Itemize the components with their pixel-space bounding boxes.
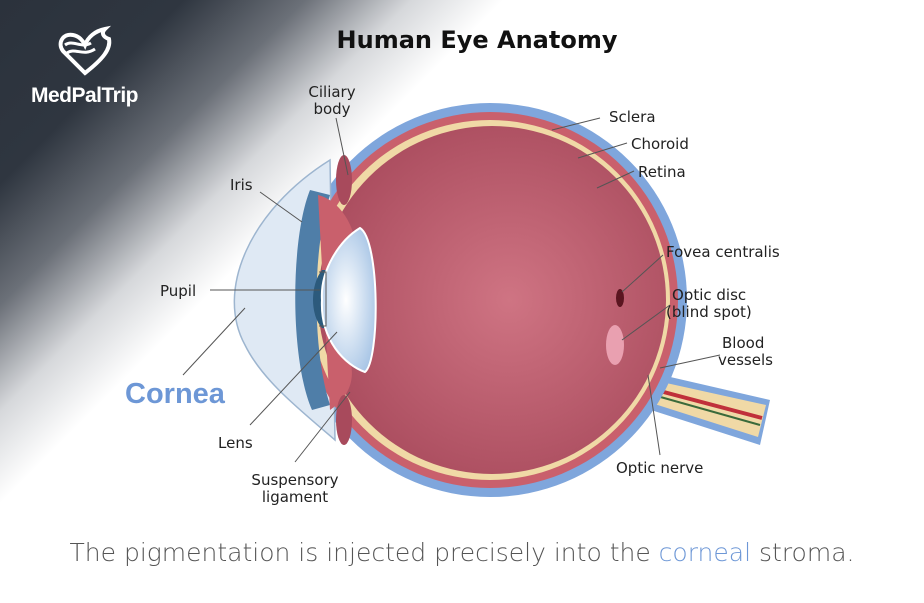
logo-text: MedPalTrip: [30, 84, 139, 107]
label-lens: Lens: [218, 434, 253, 452]
diagram-title: Human Eye Anatomy: [336, 26, 618, 54]
fovea-centralis: [616, 289, 624, 307]
vitreous-body: [318, 126, 666, 474]
heart-wave-logo-icon: [58, 25, 111, 76]
label-sclera: Sclera: [609, 108, 656, 126]
iris: [295, 190, 330, 410]
label-fovea-centralis: Fovea centralis: [666, 243, 780, 261]
label-optic-nerve: Optic nerve: [616, 459, 703, 477]
caption-highlight: corneal: [658, 538, 752, 567]
label-choroid: Choroid: [631, 135, 689, 153]
ciliary-body: [336, 155, 352, 205]
medpaltrip-logo: MedPalTrip: [22, 25, 147, 108]
caption: The pigmentation is injected precisely i…: [0, 538, 924, 567]
label-retina: Retina: [638, 163, 686, 181]
label-suspensory-ligament: Suspensory: [251, 471, 338, 489]
label-suspensory-ligament-2: ligament: [262, 488, 328, 506]
caption-text-start: The pigmentation is injected precisely i…: [69, 538, 659, 567]
cornea-highlight-label: Cornea: [125, 378, 225, 410]
label-ciliary-body: Ciliary: [308, 83, 355, 101]
label-blood-vessels-2: vessels: [718, 351, 773, 369]
lens: [320, 226, 377, 374]
label-pupil: Pupil: [160, 282, 196, 300]
label-optic-disc-2: (blind spot): [666, 303, 752, 321]
label-optic-disc: Optic disc: [672, 286, 746, 304]
label-ciliary-body-2: body: [313, 100, 350, 118]
caption-text-end: stroma.: [751, 538, 855, 567]
label-blood-vessels: Blood: [722, 334, 764, 352]
optic-disc: [606, 325, 624, 365]
label-iris: Iris: [230, 176, 253, 194]
